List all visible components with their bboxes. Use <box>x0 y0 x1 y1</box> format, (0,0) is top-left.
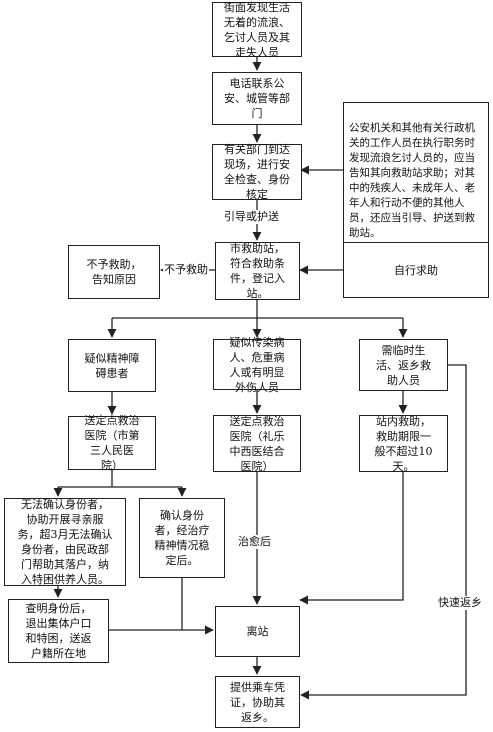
label-fast-return: 快速返乡 <box>437 596 483 610</box>
label-no-help: 不予救助 <box>163 263 209 277</box>
node-hospital-lile: 送定点救治 医院（礼乐 中西医结合 医院） <box>213 415 301 473</box>
node-no-help: 不予救助， 告知原因 <box>68 245 160 299</box>
node-arrive: 有关部门到达 现场，进行安 全检查、身份 核定 <box>212 143 302 201</box>
node-unknown-id: 无法确认身份者， 协助开展寻亲服 务，超3月无法确认 身份者，由民政部 门帮助其… <box>4 498 126 586</box>
node-hospital3: 送定点救治 医院（市第 三人民医 院） <box>68 414 156 472</box>
node-mental: 疑似精神障 碍患者 <box>68 339 156 392</box>
edge-instation-leave <box>299 472 404 605</box>
node-confirmed-id: 确认身份 者，经治疗 精神情况稳 定后。 <box>139 498 225 578</box>
node-station: 市救助站， 符合救助条 件，登记入 站。 <box>215 242 300 300</box>
node-temporary: 需临时生 活、返乡救 助人员 <box>359 339 448 391</box>
node-phone: 电话联系公 安、城管等部 门 <box>212 72 302 125</box>
node-in-station: 站内救助， 救助期限一 般不超过10 天。 <box>359 415 448 473</box>
node-self-help: 自行求助 <box>343 242 489 298</box>
node-infectious: 疑似传染病 人、危重病 人或有明显 外伤人员 <box>213 336 301 394</box>
node-start: 街面发现生活 无着的流浪、 乞讨人员及其 走失人员 <box>212 1 302 59</box>
node-note: 公安机关和其他有关行政机关的工作人员在执行职务时发现流浪乞讨人员的，应当告知其向… <box>343 102 489 260</box>
label-guide-escort: 引导或护送 <box>223 210 280 224</box>
label-cured: 治愈后 <box>237 535 272 549</box>
node-leave: 离站 <box>215 606 300 657</box>
node-household: 查明身份后， 退出集体户口 和特困，送返 户籍所在地 <box>8 599 109 663</box>
edge-fast-return <box>300 364 467 700</box>
node-ticket: 提供乘车凭 证，协助其 返乡。 <box>215 676 300 728</box>
